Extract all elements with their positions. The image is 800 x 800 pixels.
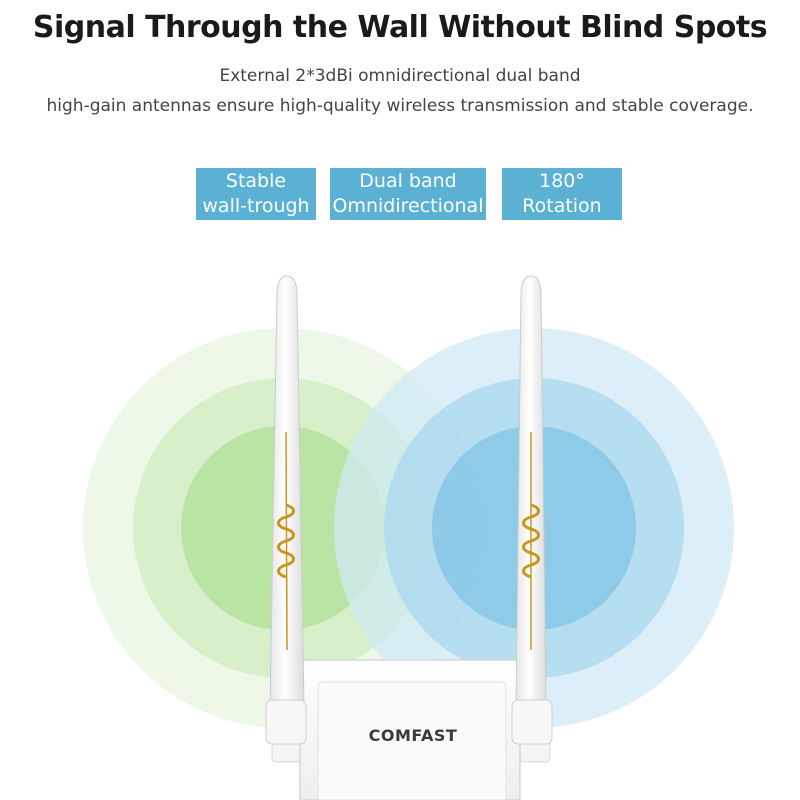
feature-badge-line1: Stable bbox=[225, 170, 287, 192]
feature-badge-line2: wall-trough bbox=[202, 195, 310, 217]
feature-badge-line1: 180° bbox=[539, 170, 585, 192]
feature-badge-wall: Stable wall-trough bbox=[196, 168, 316, 220]
feature-badge-line2: Omnidirectional bbox=[332, 195, 484, 217]
feature-badge-rotation: 180° Rotation bbox=[502, 168, 622, 220]
right-antenna-hinge bbox=[511, 699, 553, 745]
right-antenna-coil bbox=[522, 503, 540, 579]
subtitle-line-2: high-gain antennas ensure high-quality w… bbox=[46, 96, 754, 116]
left-antenna-coil bbox=[277, 503, 295, 579]
feature-badge-line2: Rotation bbox=[522, 195, 602, 217]
router-face-panel bbox=[317, 681, 507, 800]
feature-badge-dual-band: Dual band Omnidirectional bbox=[330, 168, 486, 220]
left-antenna bbox=[265, 275, 307, 745]
page-title: Signal Through the Wall Without Blind Sp… bbox=[32, 10, 768, 45]
left-antenna-hinge bbox=[265, 699, 307, 745]
right-antenna bbox=[511, 275, 553, 745]
brand-logo: COMFAST bbox=[368, 726, 458, 745]
feature-badge-line1: Dual band bbox=[359, 170, 457, 192]
subtitle-line-1: External 2*3dBi omnidirectional dual ban… bbox=[219, 66, 581, 86]
